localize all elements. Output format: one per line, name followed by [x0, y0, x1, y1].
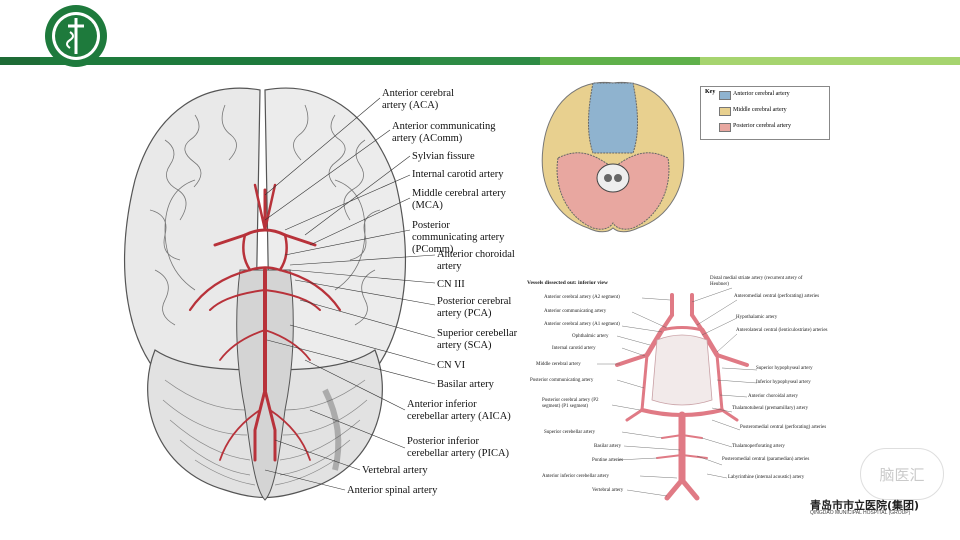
right-label-thalamotuberal: Thalamotuberal (premamillary) artery	[732, 406, 809, 411]
key-item-pca: Posterior cerebral artery	[719, 123, 791, 132]
key-item-aca: Anterior cerebral artery	[719, 91, 790, 100]
label-acomm: Anterior communicating artery (AComm)	[392, 121, 496, 145]
left-label-pcomm: Posterior communicating artery	[530, 378, 594, 383]
right-label-superior-hypophyseal: Superior hypophyseal artery	[756, 366, 813, 371]
label-pca: Posterior cerebral artery (PCA)	[437, 296, 512, 320]
right-label-heubner: Distal medial striate artery (recurrent …	[710, 276, 803, 287]
right-label-inferior-hypophyseal: Inferior hypophyseal artery	[756, 380, 811, 385]
left-label-pontine: Pontine arteries	[592, 458, 624, 463]
label-ica: Internal carotid artery	[412, 169, 504, 180]
right-label-posteromedial-perforating: Posteromedial central (perforating) arte…	[740, 425, 827, 430]
label-anterior-choroidal: Anterior choroidal artery	[437, 249, 515, 273]
right-label-anterolateral: Anterolateral central (lenticulostriate)…	[736, 328, 828, 333]
hospital-footer: 青岛市市立医院(集团) QINGDAO MUNICIPAL HOSPITAL (…	[700, 497, 940, 519]
left-label-mca: Middle cerebral artery	[536, 362, 581, 367]
left-label-ica: Internal carotid artery	[552, 346, 596, 351]
label-vertebral: Vertebral artery	[362, 465, 428, 476]
label-basilar: Basilar artery	[437, 379, 494, 390]
label-pica: Posterior inferior cerebellar artery (PI…	[407, 436, 510, 460]
left-label-acomm: Anterior communicating artery	[544, 309, 607, 314]
right-label-thalamoperforating: Thalamoperforating artery	[732, 444, 785, 449]
left-label-vertebral: Vertebral artery	[592, 488, 624, 493]
left-label-a1: Anterior cerebral artery (A1 segment)	[544, 322, 620, 327]
header-color-bar	[0, 57, 960, 65]
brain-inferior-view-figure: Anterior cerebral artery (ACA) Anterior …	[95, 70, 520, 510]
left-label-sca: Superior cerebellar artery	[544, 430, 596, 435]
label-cn-vi: CN VI	[437, 360, 466, 371]
right-label-anteromedial: Anteromedial central (perforating) arter…	[734, 294, 820, 299]
left-label-ophthalmic: Ophthalmic artery	[572, 334, 609, 339]
key-item-label: Anterior cerebral artery	[733, 91, 790, 97]
left-label-pca: Posterior cerebral artery (P2 segment) (…	[542, 398, 599, 409]
left-label-basilar: Basilar artery	[594, 444, 622, 449]
right-label-labyrinthine: Labyrinthine (internal acoustic) artery	[728, 475, 805, 480]
left-label-a2: Anterior cerebral artery (A2 segment)	[544, 295, 620, 300]
label-pcomm: Posterior communicating artery (PComm)	[412, 220, 505, 256]
vascular-territory-figure	[538, 78, 688, 238]
territory-key: Key Anterior cerebral artery Middle cere…	[700, 86, 830, 140]
left-label-aica: Anterior inferior cerebellar artery	[542, 474, 610, 479]
footer-hospital-en: QINGDAO MUNICIPAL HOSPITAL (GROUP)	[810, 510, 911, 516]
label-mca: Middle cerebral artery (MCA)	[412, 188, 506, 212]
label-sylvian-fissure: Sylvian fissure	[412, 151, 475, 162]
hospital-logo	[44, 4, 108, 68]
right-label-hypothalamic: Hypothalamic artery	[736, 315, 778, 320]
right-label-paramedian: Posteromedial central (paramedian) arter…	[722, 457, 810, 462]
key-item-label: Posterior cerebral artery	[733, 123, 791, 129]
key-title: Key	[705, 89, 716, 95]
circle-of-willis-figure: Vessels dissected out: inferior view Ant…	[522, 270, 840, 505]
right-label-anterior-choroidal: Anterior choroidal artery	[748, 394, 798, 399]
dissection-title: Vessels dissected out: inferior view	[527, 280, 608, 286]
footer-hospital-name: 青岛市市立医院(集团)	[810, 499, 920, 512]
label-aica: Anterior inferior cerebellar artery (AIC…	[407, 399, 511, 423]
watermark: 脑医汇	[860, 448, 944, 500]
label-cn-iii: CN III	[437, 279, 465, 290]
label-aca: Anterior cerebral artery (ACA)	[382, 88, 454, 112]
key-item-mca: Middle cerebral artery	[719, 107, 787, 116]
label-anterior-spinal: Anterior spinal artery	[347, 485, 438, 496]
label-sca: Superior cerebellar artery (SCA)	[437, 328, 518, 352]
key-item-label: Middle cerebral artery	[733, 107, 787, 113]
